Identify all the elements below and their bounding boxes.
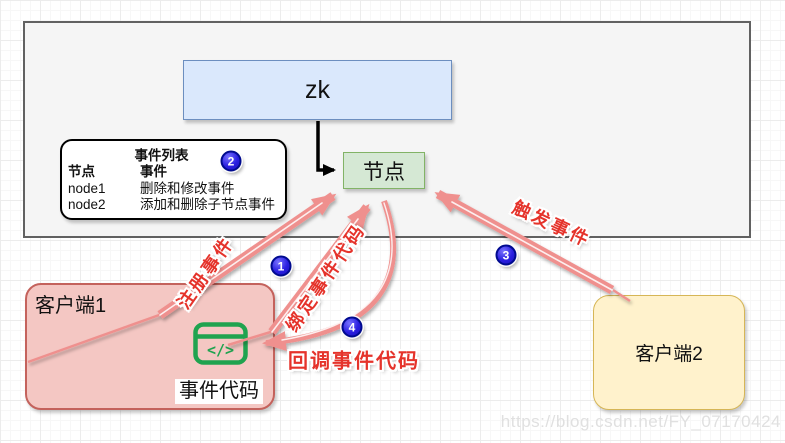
client1-label: 客户端1	[35, 295, 107, 317]
code-window-icon: </>	[193, 322, 248, 365]
callback-label: 回调事件代码	[288, 350, 420, 373]
client2-label: 客户端2	[635, 344, 703, 365]
event-list-col-event: 事件	[140, 164, 167, 179]
code-glyph: </>	[207, 341, 234, 359]
step-badge-4: 4	[341, 316, 363, 338]
zk-box: zk	[183, 60, 452, 120]
event-list-cell: node1	[68, 180, 106, 196]
client2-box: 客户端2	[593, 295, 745, 410]
watermark: https://blog.csdn.net/FY_07170424	[500, 412, 781, 431]
event-list-box: 事件列表 节点 事件 node1 删除和修改事件 node2 添加和删除子节点事…	[60, 139, 287, 220]
event-list-cell: 删除和修改事件	[140, 180, 235, 196]
zk-label: zk	[305, 75, 330, 104]
event-list-col-node: 节点	[68, 164, 95, 179]
node-box: 节点	[343, 152, 425, 189]
event-list-cell: node2	[68, 197, 106, 212]
step-badge-2: 2	[220, 150, 242, 172]
step-badge-1: 1	[270, 255, 292, 277]
event-list-title: 事件列表	[134, 148, 189, 163]
node-label: 节点	[363, 160, 405, 184]
event-list-table: 节点 事件 node1 删除和修改事件 node2 添加和删除子节点事件	[68, 164, 281, 214]
event-list-cell: 添加和删除子节点事件	[140, 197, 275, 212]
event-code-label: 事件代码	[175, 379, 263, 404]
step-badge-3: 3	[495, 244, 517, 266]
